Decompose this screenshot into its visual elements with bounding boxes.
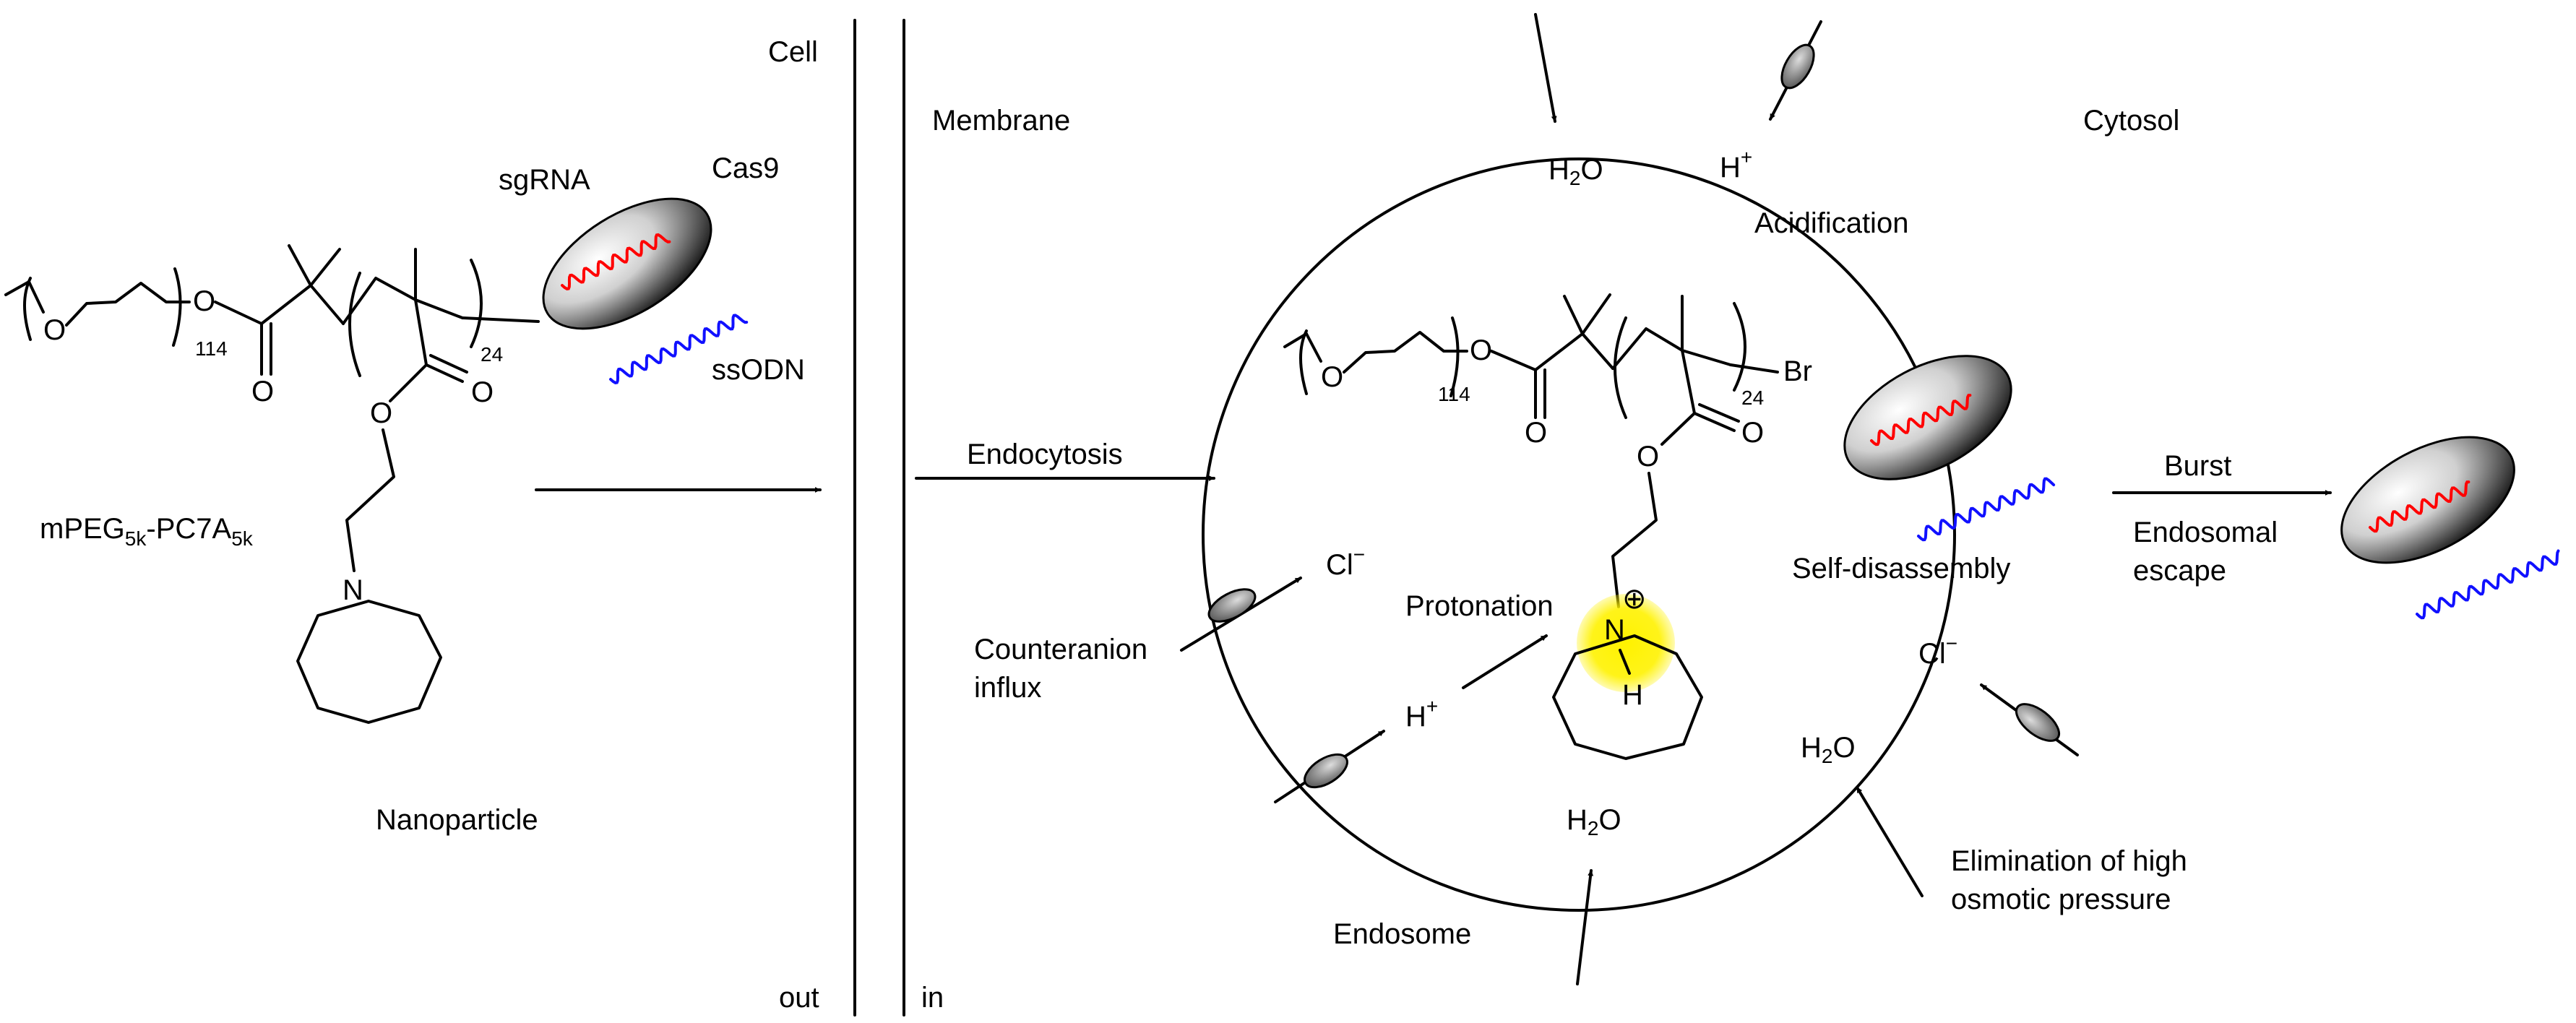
azepane-ring-endo <box>1552 634 1703 760</box>
cas9-label: Cas9 <box>712 152 779 184</box>
water-influx-arrow-top <box>1534 13 1557 123</box>
self-disassembly-label: Self-disassembly <box>1792 553 2010 584</box>
cytosol-label: Cytosol <box>2083 105 2179 137</box>
pc7a-bracket-close <box>470 259 483 348</box>
ssodn-wave-released <box>2416 549 2560 620</box>
water-inside-bottom: H2O <box>1567 804 1621 839</box>
protonation-arrow <box>1462 634 1548 689</box>
ester-oxygen-endo: O <box>1470 334 1492 366</box>
side-ester-oxygen: O <box>370 397 392 429</box>
cas9-rnp-released <box>2340 436 2560 620</box>
chloride-left: Cl− <box>1326 543 1365 581</box>
sgrna-wave-endosome <box>1870 394 1972 446</box>
burst-label: Burst <box>2164 450 2231 482</box>
side-carbonyl-oxygen: O <box>471 376 494 408</box>
endocytosis-label: Endocytosis <box>967 439 1123 470</box>
counteranion-label-2: influx <box>974 672 1041 704</box>
nanoparticle-label: Nanoparticle <box>376 804 538 836</box>
peg-oxygen: O <box>43 314 66 346</box>
elimination-label-2: osmotic pressure <box>1951 884 2171 915</box>
proton-on-nitrogen: H <box>1622 679 1643 711</box>
chloride-right: Cl− <box>1918 632 1957 670</box>
cas9-protein-released <box>2340 436 2515 564</box>
sgrna-label: sgRNA <box>499 164 590 196</box>
water-inside-right: H2O <box>1801 732 1856 767</box>
proton-top: H+ <box>1720 146 1752 184</box>
proton-channel-lower <box>1304 753 1348 789</box>
peg-bracket-close <box>172 267 182 347</box>
peg-repeat-n: 114 <box>195 337 228 360</box>
cas9-rnp-endosome <box>1843 355 2056 542</box>
protonation-highlight <box>1577 594 1675 692</box>
bromine-end: Br <box>1783 355 1812 387</box>
cell-label: Cell <box>768 36 818 68</box>
side-carbonyl-oxygen-endo: O <box>1741 417 1764 449</box>
cell-membrane <box>853 19 905 1016</box>
ssodn-label: ssODN <box>712 354 805 386</box>
carbonyl-oxygen-endo: O <box>1525 417 1547 449</box>
polymer-name: mPEG5k-PC7A5k <box>40 513 254 550</box>
proton-pump-channel <box>1780 43 1815 90</box>
counteranion-label-1: Counteranion <box>974 634 1147 665</box>
ssodn-wave-left <box>609 314 749 384</box>
acidification-label: Acidification <box>1754 207 1908 239</box>
sgrna-wave-released <box>2369 480 2471 533</box>
polymer-structure-left: O 114 O O 24 O O N <box>4 244 540 724</box>
pc7a-bracket-open <box>348 272 361 377</box>
peg-bracket-open <box>23 277 32 341</box>
sgrna-wave-left <box>561 233 671 290</box>
inside-label: in <box>921 982 944 1014</box>
ssodn-wave-endosome <box>1917 477 2056 542</box>
protonation-label: Protonation <box>1405 590 1554 622</box>
peg-repeat-n-endo: 114 <box>1438 383 1470 405</box>
peg-oxygen-endo: O <box>1321 361 1343 393</box>
carbonyl-oxygen: O <box>251 376 274 407</box>
amine-nitrogen: N <box>343 574 363 606</box>
outside-label: out <box>779 982 819 1014</box>
polymer-structure-endosome: O 114 O O 24 Br O O N ⊕ H <box>1283 293 1812 760</box>
endosomal-label-2: escape <box>2133 555 2226 587</box>
water-top: H2O <box>1548 154 1603 189</box>
endosome-label: Endosome <box>1333 918 1471 950</box>
endosomal-label-1: Endosomal <box>2133 517 2278 548</box>
positive-charge: ⊕ <box>1622 583 1647 615</box>
proton-inner: H+ <box>1405 695 1438 733</box>
water-arrow-bottom <box>1576 869 1594 985</box>
osmotic-arrow <box>1856 786 1924 897</box>
cas9-protein-endosome <box>1843 355 2012 480</box>
ester-oxygen: O <box>193 285 215 317</box>
elimination-label-1: Elimination of high <box>1951 845 2187 877</box>
azepane-ring <box>296 600 442 724</box>
side-ester-oxygen-endo: O <box>1637 441 1659 472</box>
membrane-label: Membrane <box>932 105 1070 137</box>
pc7a-repeat-n: 24 <box>481 343 503 366</box>
chloride-channel-left <box>1207 588 1257 623</box>
pc7a-repeat-n-endo: 24 <box>1741 387 1764 409</box>
cas9-protein-left <box>542 197 712 330</box>
endosome-membrane <box>1202 157 1956 912</box>
cas9-rnp-left <box>542 197 749 384</box>
chloride-channel-right <box>2015 703 2060 742</box>
